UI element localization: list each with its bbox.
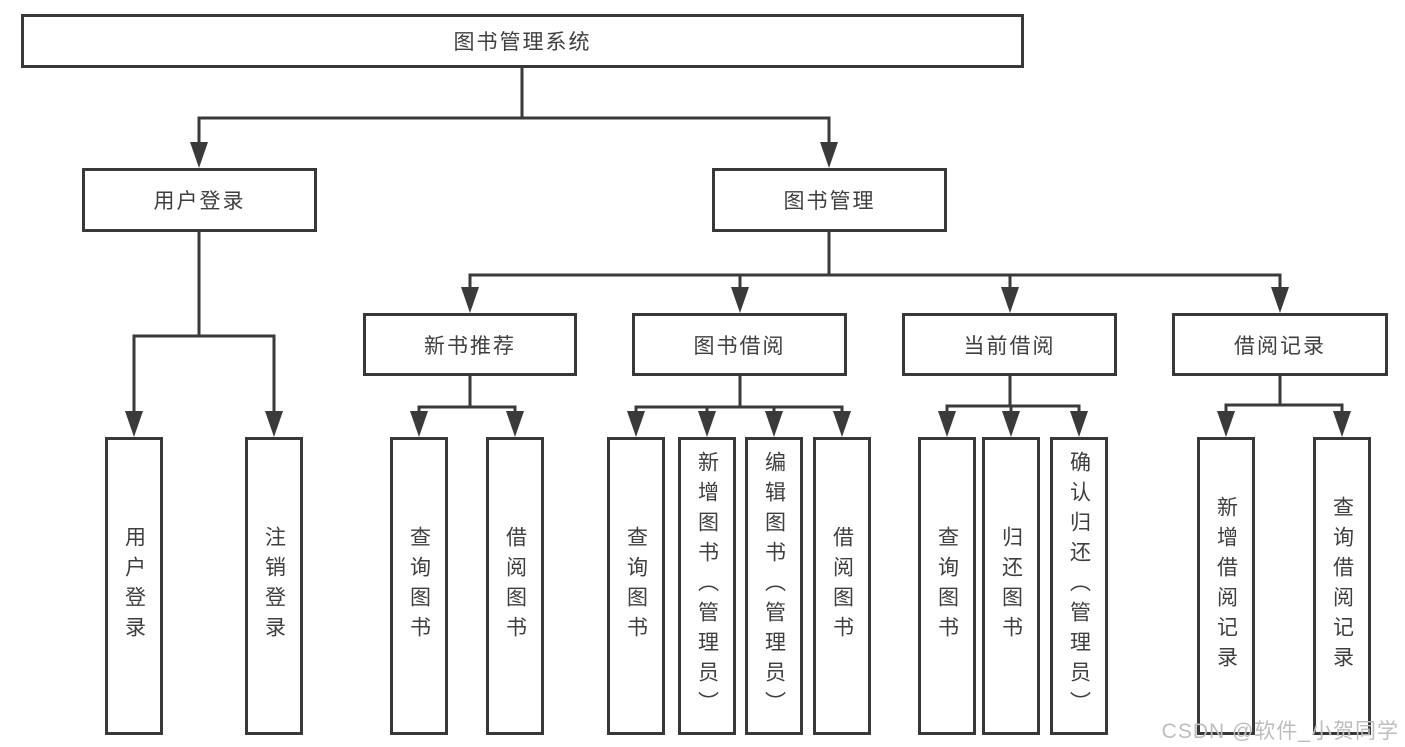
leaf-return-books: 归还图书 xyxy=(982,437,1040,735)
leaf-label: 注销登录 xyxy=(262,526,286,646)
leaf-edit-books-admin: 编辑图书（管理员） xyxy=(745,437,803,735)
leaf-label: 新增借阅记录 xyxy=(1214,496,1238,676)
leaf-label: 查询图书 xyxy=(935,526,959,646)
leaf-logout: 注销登录 xyxy=(245,437,303,735)
node-book-management: 图书管理 xyxy=(712,168,947,232)
node-book-borrowing: 图书借阅 xyxy=(632,313,847,376)
arrowheads xyxy=(125,142,1351,437)
leaf-borrow-books-recommend: 借阅图书 xyxy=(486,437,544,735)
leaf-query-borrow-record: 查询借阅记录 xyxy=(1313,437,1371,735)
leaf-label: 确认归还（管理员） xyxy=(1067,451,1091,721)
leaf-query-books-borrow: 查询图书 xyxy=(607,437,665,735)
leaf-add-borrow-record: 新增借阅记录 xyxy=(1197,437,1255,735)
node-user-login: 用户登录 xyxy=(82,168,317,232)
leaf-label: 借阅图书 xyxy=(503,526,527,646)
leaf-borrow-books: 借阅图书 xyxy=(813,437,871,735)
node-new-book-recommend: 新书推荐 xyxy=(363,313,577,376)
leaf-query-books-current: 查询图书 xyxy=(918,437,976,735)
leaf-label: 归还图书 xyxy=(999,526,1023,646)
node-borrowing-records: 借阅记录 xyxy=(1172,313,1388,376)
node-current-borrowing: 当前借阅 xyxy=(902,313,1117,376)
leaf-user-login: 用户登录 xyxy=(105,437,163,735)
csdn-watermark: CSDN @软件_小贺同学 xyxy=(1161,720,1399,743)
leaf-label: 新增图书（管理员） xyxy=(695,451,719,721)
leaf-label: 查询图书 xyxy=(624,526,648,646)
leaf-label: 借阅图书 xyxy=(830,526,854,646)
leaf-query-books-recommend: 查询图书 xyxy=(390,437,448,735)
leaf-label: 用户登录 xyxy=(122,526,146,646)
node-library-system: 图书管理系统 xyxy=(21,14,1024,68)
leaf-label: 查询借阅记录 xyxy=(1330,496,1354,676)
leaf-confirm-return-admin: 确认归还（管理员） xyxy=(1050,437,1108,735)
leaf-label: 编辑图书（管理员） xyxy=(762,451,786,721)
leaf-label: 查询图书 xyxy=(407,526,431,646)
leaf-add-books-admin: 新增图书（管理员） xyxy=(678,437,736,735)
